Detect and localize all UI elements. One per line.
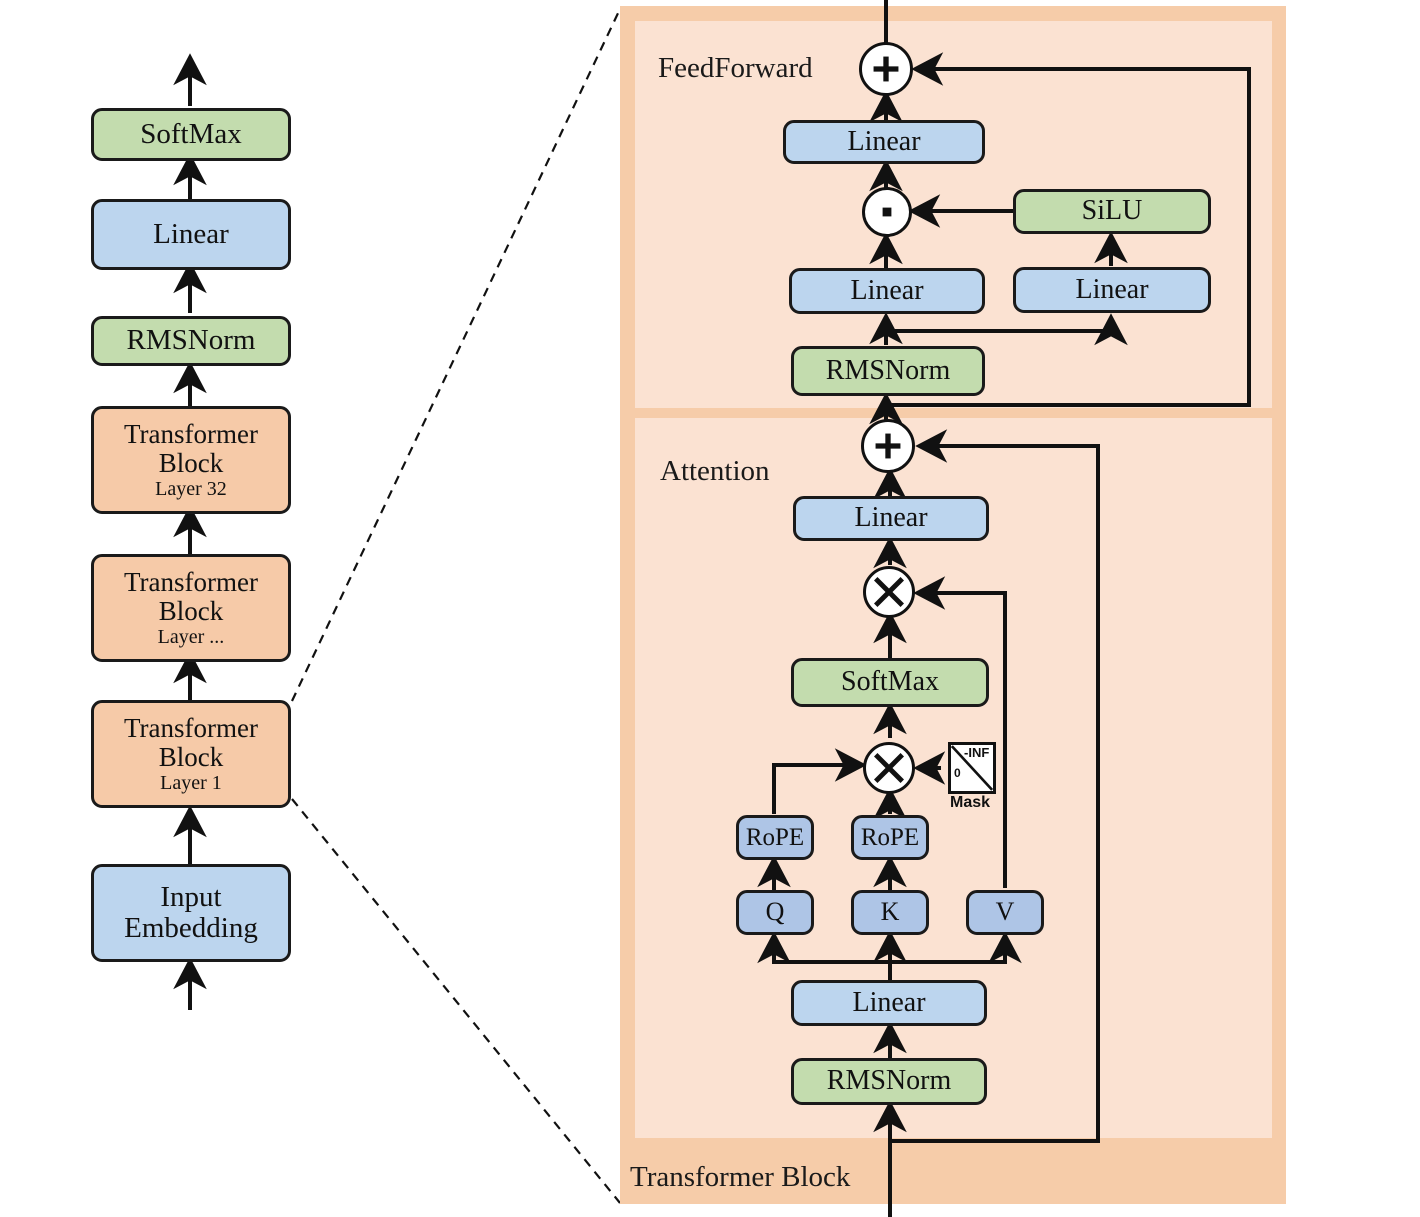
elementwise-multiply-operator[interactable] — [862, 187, 912, 237]
node-label: Q — [765, 897, 785, 927]
node-label: Linear — [850, 274, 924, 306]
left-node-rmsnorm[interactable]: RMSNorm — [91, 316, 291, 366]
feedforward-section-label: FeedForward — [658, 52, 813, 84]
attn-linear-out[interactable]: Linear — [793, 496, 989, 541]
attn-rope-q[interactable]: RoPE — [736, 815, 814, 860]
add-operator-feedforward[interactable] — [859, 42, 913, 96]
node-label: V — [995, 897, 1015, 927]
node-label: RMSNorm — [126, 324, 256, 357]
left-node-input-embedding[interactable]: Input Embedding — [91, 864, 291, 962]
node-label: Linear — [153, 217, 229, 250]
node-label: RMSNorm — [826, 1065, 952, 1097]
left-node-softmax[interactable]: SoftMax — [91, 108, 291, 161]
matmul-operator-attention-scores[interactable] — [863, 742, 915, 794]
node-label: Input Embedding — [124, 880, 258, 944]
node-label: K — [880, 897, 900, 927]
node-label: RoPE — [860, 824, 920, 851]
node-label: RMSNorm — [825, 354, 951, 386]
node-label: Linear — [854, 502, 928, 534]
node-label: Transformer Block — [124, 418, 258, 478]
attn-rmsnorm[interactable]: RMSNorm — [791, 1058, 987, 1105]
node-label: Transformer Block — [124, 712, 258, 772]
node-sublabel: Layer ... — [157, 625, 225, 648]
detail-panel-footer-label: Transformer Block — [630, 1161, 851, 1193]
node-label: RoPE — [745, 824, 805, 851]
node-label: SiLU — [1081, 195, 1143, 227]
callout-line-bottom — [291, 798, 621, 1204]
ff-linear-gate[interactable]: Linear — [789, 268, 985, 314]
ff-linear-up[interactable]: Linear — [1013, 267, 1211, 313]
mask-upper-value: -INF — [964, 745, 990, 760]
attn-softmax[interactable]: SoftMax — [791, 658, 989, 707]
add-operator-attention[interactable] — [861, 419, 915, 473]
node-label: Linear — [1075, 273, 1149, 305]
node-sublabel: Layer 32 — [155, 477, 227, 500]
left-node-transformer-block-32[interactable]: Transformer Block Layer 32 — [91, 406, 291, 514]
attn-linear-qkv[interactable]: Linear — [791, 980, 987, 1026]
node-label: Linear — [852, 986, 926, 1018]
mask-caption: Mask — [950, 794, 991, 811]
left-node-transformer-block-1[interactable]: Transformer Block Layer 1 — [91, 700, 291, 808]
attn-key[interactable]: K — [851, 890, 929, 935]
node-sublabel: Layer 1 — [160, 771, 222, 794]
ff-silu[interactable]: SiLU — [1013, 189, 1211, 234]
causal-mask-icon — [948, 742, 996, 794]
node-label: Linear — [847, 125, 921, 157]
matmul-operator-attention-values[interactable] — [863, 566, 915, 618]
left-node-transformer-block-dots[interactable]: Transformer Block Layer ... — [91, 554, 291, 662]
ff-linear-out[interactable]: Linear — [783, 120, 985, 164]
attn-value[interactable]: V — [966, 890, 1044, 935]
left-node-linear[interactable]: Linear — [91, 199, 291, 270]
attn-rope-k[interactable]: RoPE — [851, 815, 929, 860]
ff-rmsnorm[interactable]: RMSNorm — [791, 346, 985, 396]
attn-query[interactable]: Q — [736, 890, 814, 935]
node-label: SoftMax — [841, 666, 939, 698]
attention-section-label: Attention — [660, 455, 770, 487]
node-label: SoftMax — [140, 117, 242, 150]
mask-lower-value: 0 — [954, 766, 961, 780]
node-label: Transformer Block — [124, 566, 258, 626]
